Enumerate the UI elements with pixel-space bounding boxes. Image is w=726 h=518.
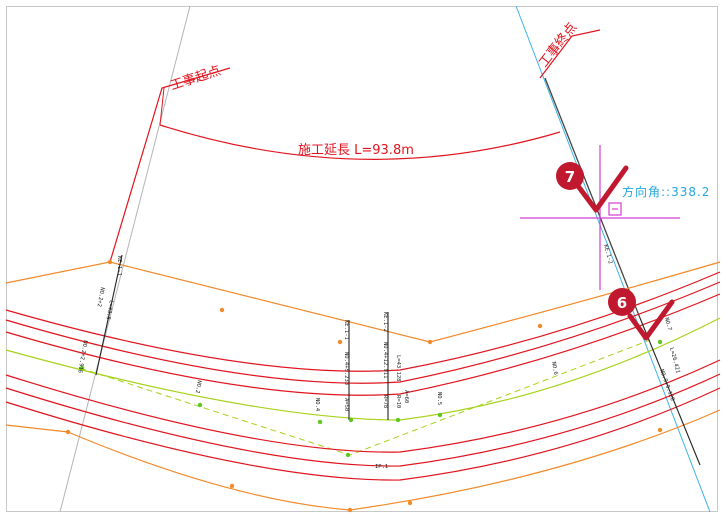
construction-length-label: 施工延長 L=93.8m xyxy=(298,143,414,158)
road-line-5[interactable] xyxy=(5,373,721,467)
road-line-6[interactable] xyxy=(5,387,721,481)
label-ke12: KE.1-2 xyxy=(382,312,388,332)
construction-end-label: 工事終点 xyxy=(536,20,581,71)
label-ke1-mid: KE.1-1 xyxy=(343,320,349,340)
step-7-badge xyxy=(556,162,584,190)
label-ip1: IP.1 xyxy=(375,464,388,470)
road-line-3[interactable] xyxy=(5,293,721,396)
step-6-number: 6 xyxy=(617,294,627,312)
road-line-4[interactable] xyxy=(5,359,721,453)
step-7-number: 7 xyxy=(565,168,575,186)
step-6-check-icon xyxy=(627,299,675,341)
end-leader-line xyxy=(539,29,601,79)
length-dimension-tick-left xyxy=(159,87,165,126)
label-r78: R=78 xyxy=(382,395,388,408)
label-l43: L=43.128 xyxy=(395,355,401,382)
label-ke12-right: KE.1-2 xyxy=(602,244,613,265)
label-no4-12: NO.4+12.911 xyxy=(382,342,388,378)
offset-line-bottom[interactable] xyxy=(5,409,721,511)
label-no2-a: NO.2+2 xyxy=(96,287,105,308)
label-no4: NO.4+5.233 xyxy=(343,352,349,385)
label-ke1-left: KE.1-1 xyxy=(116,256,122,276)
section-line-left xyxy=(95,254,123,376)
section-line-right xyxy=(639,317,701,466)
step-6-badge xyxy=(608,288,636,316)
step-7-check-icon xyxy=(575,165,629,213)
label-a50: A=50 xyxy=(343,398,349,411)
snap-box xyxy=(608,202,622,216)
center-line[interactable] xyxy=(5,317,721,421)
offset-points xyxy=(65,259,663,513)
start-boundary-line[interactable] xyxy=(59,5,191,513)
tangent-line xyxy=(79,339,651,456)
center-points xyxy=(79,339,663,458)
label-l3: L=26.421 xyxy=(668,347,681,374)
label-no4-b: NO.4 xyxy=(314,398,320,412)
construction-start-label: 工事起点 xyxy=(169,63,223,93)
direction-angle-label: 方向角::338.2 xyxy=(622,184,710,199)
label-no2-b: NO.2+2.916 xyxy=(76,340,88,374)
drawing-frame xyxy=(6,6,718,512)
label-no6: NO.6 xyxy=(550,361,558,375)
label-r10: R=10 xyxy=(395,395,401,408)
road-line-1[interactable] xyxy=(5,271,721,372)
label-no7: NO.7 xyxy=(663,317,672,331)
label-no5: NO.5 xyxy=(436,392,442,405)
end-boundary-line[interactable] xyxy=(515,5,711,513)
start-leader-line xyxy=(109,67,231,263)
label-no2-c: NO.2 xyxy=(194,380,202,394)
road-line-2[interactable] xyxy=(5,281,721,384)
end-section-line xyxy=(544,77,641,319)
label-a60: A=60 xyxy=(403,390,409,403)
label-l-left: L=43.5 xyxy=(105,300,114,321)
length-dimension-arc xyxy=(159,124,561,160)
